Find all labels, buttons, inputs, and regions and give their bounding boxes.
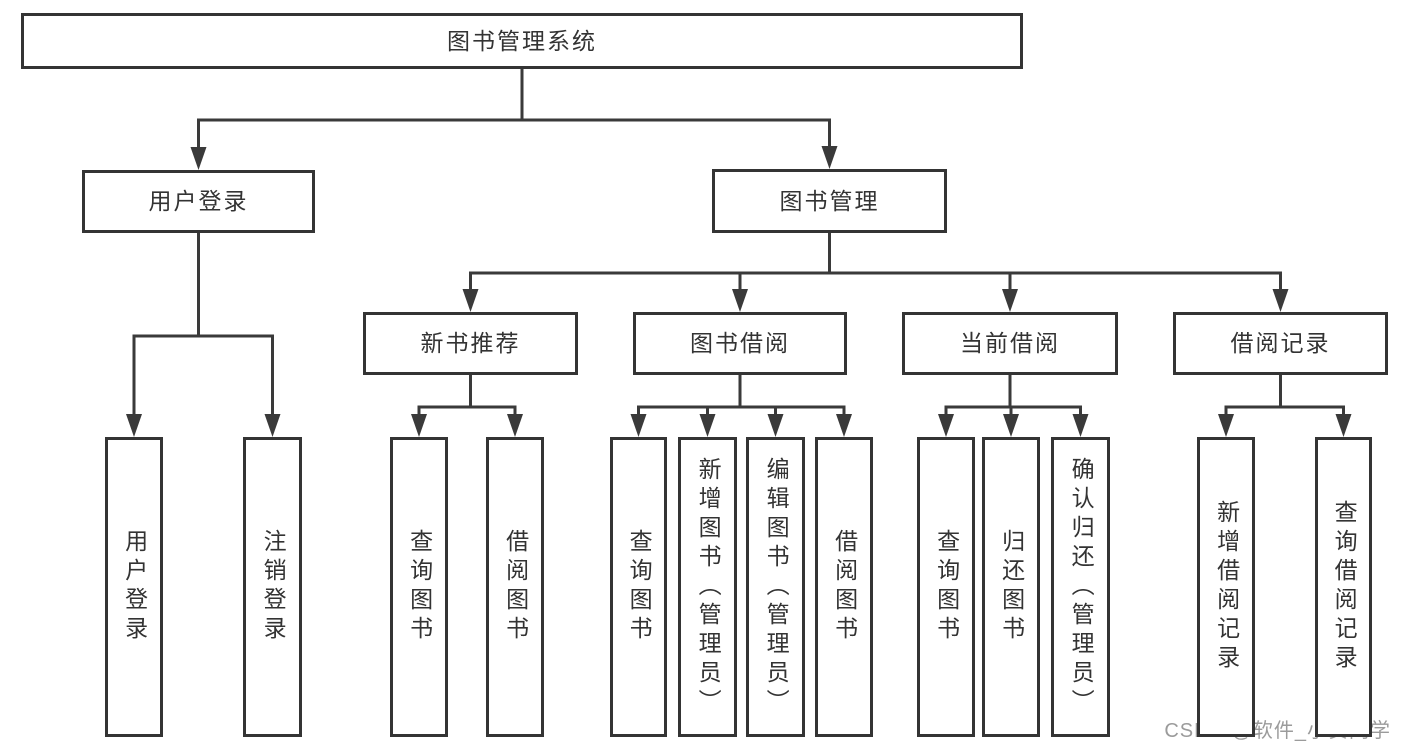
arrowhead-icon [630, 414, 647, 437]
connector-line [738, 375, 846, 420]
node-leaf-nb-query: 查询图书 [390, 437, 448, 737]
node-records: 借阅记录 [1173, 312, 1388, 375]
connector-line [1008, 375, 1013, 420]
arrowhead-icon [821, 146, 838, 169]
arrowhead-icon [767, 414, 784, 437]
connector-line [132, 233, 200, 420]
node-leaf-rec-add: 新增借阅记录 [1197, 437, 1255, 737]
arrowhead-icon [462, 289, 479, 312]
node-leaf-bw-add: 新增图书（管理员） [678, 437, 737, 737]
node-current: 当前借阅 [902, 312, 1118, 375]
connector-line [197, 69, 524, 153]
arrowhead-icon [1218, 414, 1234, 437]
connector-line [1279, 375, 1345, 420]
connector-line [197, 233, 274, 420]
connector-line [706, 375, 742, 420]
connector-line [417, 375, 472, 420]
node-leaf-cur-query: 查询图书 [917, 437, 975, 737]
arrowhead-icon [190, 147, 207, 170]
node-leaf-user-login: 用户登录 [105, 437, 163, 737]
node-borrow: 图书借阅 [633, 312, 847, 375]
connector-line [469, 375, 517, 420]
connector-line [828, 233, 1012, 295]
arrowhead-icon [699, 414, 716, 437]
arrowhead-icon [1072, 414, 1089, 437]
node-root: 图书管理系统 [21, 13, 1023, 69]
node-newbook: 新书推荐 [363, 312, 578, 375]
node-leaf-rec-query: 查询借阅记录 [1315, 437, 1372, 737]
node-leaf-cur-confirm: 确认归还（管理员） [1051, 437, 1110, 737]
node-leaf-cur-return: 归还图书 [982, 437, 1040, 737]
arrowhead-icon [1335, 414, 1352, 437]
connector-line [944, 375, 1012, 420]
arrowhead-icon [411, 414, 427, 437]
arrowhead-icon [1003, 414, 1019, 437]
node-leaf-bw-borrow: 借阅图书 [815, 437, 873, 737]
connector-line [738, 375, 777, 420]
node-leaf-logout: 注销登录 [243, 437, 302, 737]
node-leaf-bw-edit: 编辑图书（管理员） [746, 437, 805, 737]
connector-line [1008, 375, 1082, 420]
node-leaf-nb-borrow: 借阅图书 [486, 437, 544, 737]
connector-line [520, 69, 831, 152]
node-leaf-bw-query: 查询图书 [610, 437, 667, 737]
arrowhead-icon [732, 289, 748, 312]
connector-line [469, 233, 831, 295]
arrowhead-icon [507, 414, 523, 437]
arrowhead-icon [1272, 289, 1289, 312]
arrowhead-icon [1002, 289, 1018, 312]
connector-line [637, 375, 742, 420]
connector-line [828, 233, 1282, 295]
connector-line [1224, 375, 1282, 420]
node-mgmt: 图书管理 [712, 169, 947, 233]
connector-line [738, 233, 831, 295]
arrowhead-icon [126, 414, 142, 437]
node-login: 用户登录 [82, 170, 315, 233]
arrowhead-icon [836, 414, 852, 437]
arrowhead-icon [264, 414, 281, 437]
arrowhead-icon [938, 414, 954, 437]
